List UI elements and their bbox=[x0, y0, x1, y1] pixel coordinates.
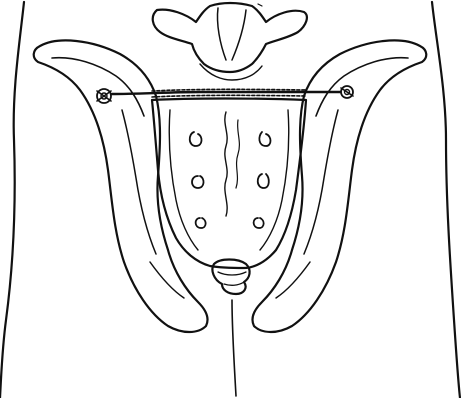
coccyx bbox=[212, 260, 249, 295]
left-ilium bbox=[34, 40, 208, 332]
left-anchor-screw bbox=[97, 89, 111, 103]
thigh-split-line bbox=[232, 300, 236, 396]
lumbar-vertebra bbox=[153, 3, 307, 80]
right-body-outline bbox=[432, 2, 460, 398]
right-ilium bbox=[252, 40, 426, 332]
sacrum bbox=[152, 99, 306, 269]
stray-mark bbox=[258, 4, 262, 6]
left-body-outline bbox=[0, 2, 24, 398]
right-anchor-screw bbox=[341, 86, 353, 98]
sacral-foramina bbox=[190, 132, 271, 228]
